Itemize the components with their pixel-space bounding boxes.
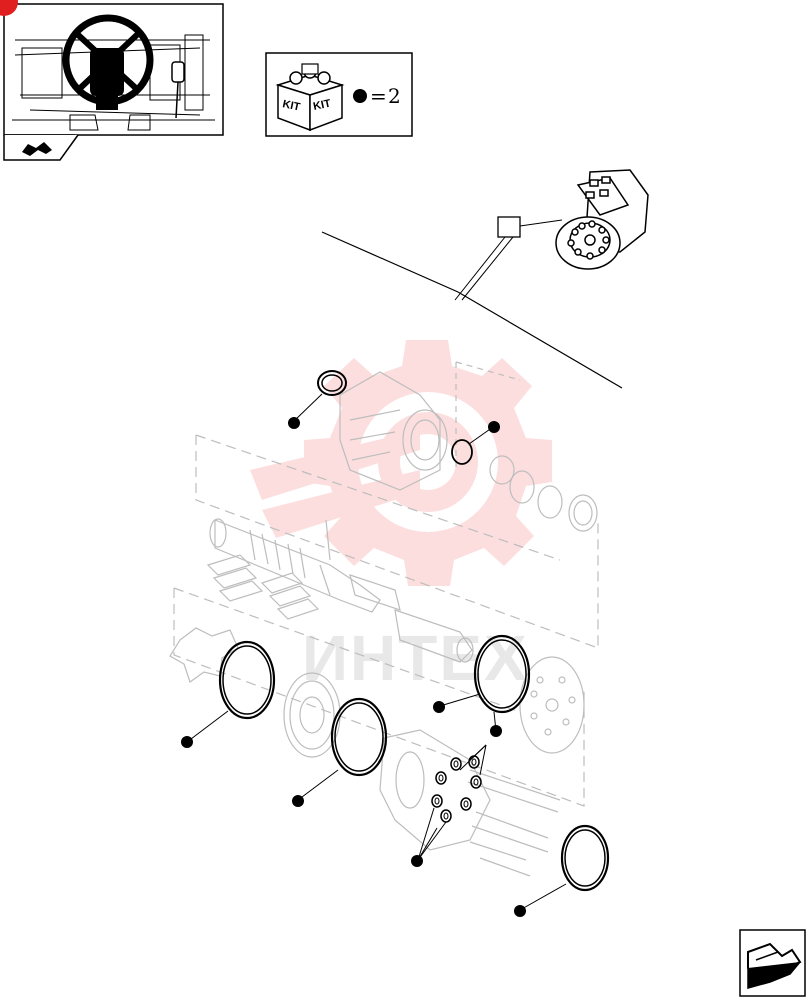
steering-motor-assembly <box>555 169 649 270</box>
arrow-next-icon <box>747 942 802 989</box>
gear-icon <box>250 340 552 586</box>
kit-equals: = <box>370 84 387 108</box>
kit-label-left: KIT <box>281 98 301 113</box>
kit-dot-marker <box>353 89 367 103</box>
callout-leaders <box>186 393 567 911</box>
seal-parts <box>218 370 610 892</box>
arrow-back-icon[interactable] <box>22 142 52 156</box>
kit-dot-callouts <box>181 417 526 917</box>
watermark: ИНТЕХ <box>250 340 552 694</box>
steering-wheel-icon <box>12 14 215 131</box>
corner-badge <box>0 0 18 16</box>
kit-box-icon: KIT KIT <box>275 63 345 132</box>
next-page-button[interactable] <box>739 929 806 997</box>
kit-legend: KIT KIT = 2 <box>265 52 413 137</box>
reference-line <box>321 231 623 389</box>
callout-box <box>454 216 563 301</box>
watermark-text: ИНТЕХ <box>302 622 529 694</box>
kit-label-right: KIT <box>312 97 332 112</box>
thumbnail-panel[interactable] <box>3 3 224 161</box>
kit-quantity: 2 <box>388 84 401 108</box>
